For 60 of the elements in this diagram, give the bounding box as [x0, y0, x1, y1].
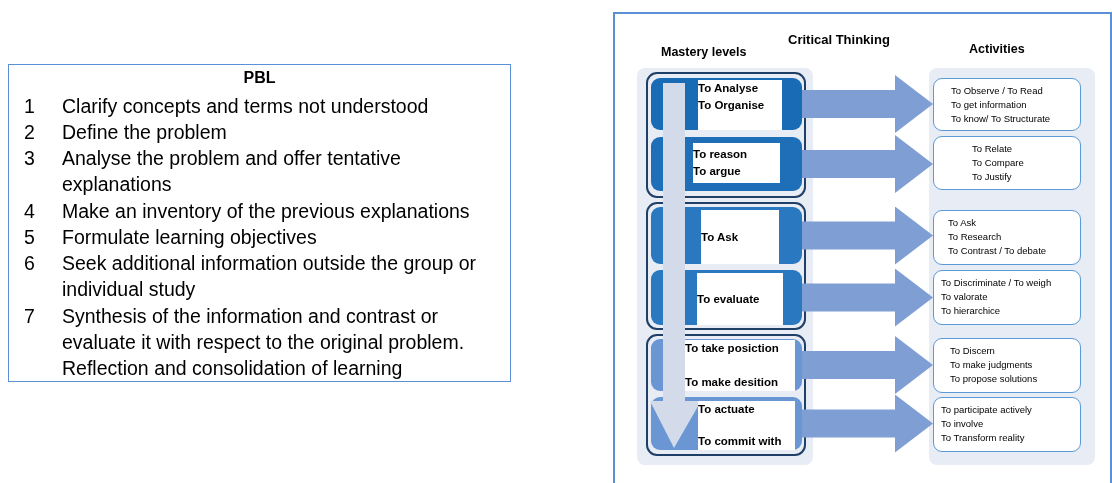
level-label: To take posiction — [685, 341, 779, 356]
list-number: 2 — [24, 120, 35, 145]
list-number: 6 — [24, 251, 35, 276]
column-heading: Mastery levels — [661, 45, 747, 59]
activity-text: To Transform reality — [941, 431, 1025, 445]
block-arrow — [802, 268, 933, 327]
list-number: 4 — [24, 199, 35, 224]
level-label: To argue — [693, 164, 741, 179]
activity-text: To make judgments — [950, 358, 1033, 372]
activity-box — [933, 270, 1081, 325]
activity-box — [933, 78, 1081, 131]
activity-text: To Compare — [972, 156, 1024, 170]
list-item: Seek additional information outside the group or individual study — [62, 251, 478, 302]
level-label: To evaluate — [697, 291, 760, 307]
list-item: Clarify concepts and terms not understood — [62, 94, 430, 119]
level-label: To Analyse — [698, 81, 759, 96]
activity-text: To Ask — [948, 216, 976, 230]
block-arrow — [802, 336, 933, 394]
activity-box — [933, 210, 1081, 265]
activity-text: To Discern — [950, 344, 995, 358]
activity-box — [933, 397, 1081, 452]
column-heading: Activities — [969, 42, 1025, 56]
activity-box — [933, 338, 1081, 393]
level-label: To commit with — [698, 434, 782, 449]
list-number: 7 — [24, 304, 35, 329]
list-number: 5 — [24, 225, 35, 250]
panel-frame — [613, 12, 1112, 483]
title: Critical Thinking — [788, 32, 890, 47]
activity-text: To propose solutions — [950, 372, 1038, 386]
heading: PBL — [242, 69, 277, 87]
level-label: To Ask — [701, 229, 739, 245]
list-number: 3 — [24, 146, 35, 171]
list-item: Analyse the problem and offer tentative explanations — [62, 146, 402, 197]
list-item: Synthesis of the information and contrast or evaluate it with respect to the original problem. Reflection and consolidation of learning — [62, 304, 466, 381]
level-label: To make desition — [685, 375, 779, 390]
activity-text: To Discriminate / To weigh — [941, 276, 1052, 290]
block-arrow — [802, 394, 933, 453]
list-box — [8, 64, 511, 382]
activity-text: To Justify — [972, 170, 1012, 184]
list-item: Formulate learning objectives — [62, 225, 318, 250]
activity-text: To Research — [948, 230, 1002, 244]
level-label: To actuate — [698, 402, 755, 417]
block-arrow — [802, 206, 933, 265]
activity-text: To participate actively — [941, 403, 1032, 417]
block-arrow — [802, 135, 933, 193]
activity-text: To Contrast / To debate — [948, 244, 1047, 258]
list-number: 1 — [24, 94, 35, 119]
activity-text: To know/ To Structurate — [951, 112, 1051, 126]
list-item: Make an inventory of the previous explanations — [62, 199, 471, 224]
activity-text: To get information — [951, 98, 1027, 112]
level-label: To reason — [693, 147, 748, 162]
activity-box — [933, 136, 1081, 190]
activity-text: To hierarchice — [941, 304, 1001, 318]
activity-text: To Observe / To Read — [951, 84, 1043, 98]
activity-text: To Relate — [972, 142, 1013, 156]
activity-text: To valorate — [941, 290, 988, 304]
level-label: To Organise — [698, 98, 765, 113]
list-item: Define the problem — [62, 120, 228, 145]
activity-text: To involve — [941, 417, 984, 431]
block-arrow — [802, 75, 933, 133]
